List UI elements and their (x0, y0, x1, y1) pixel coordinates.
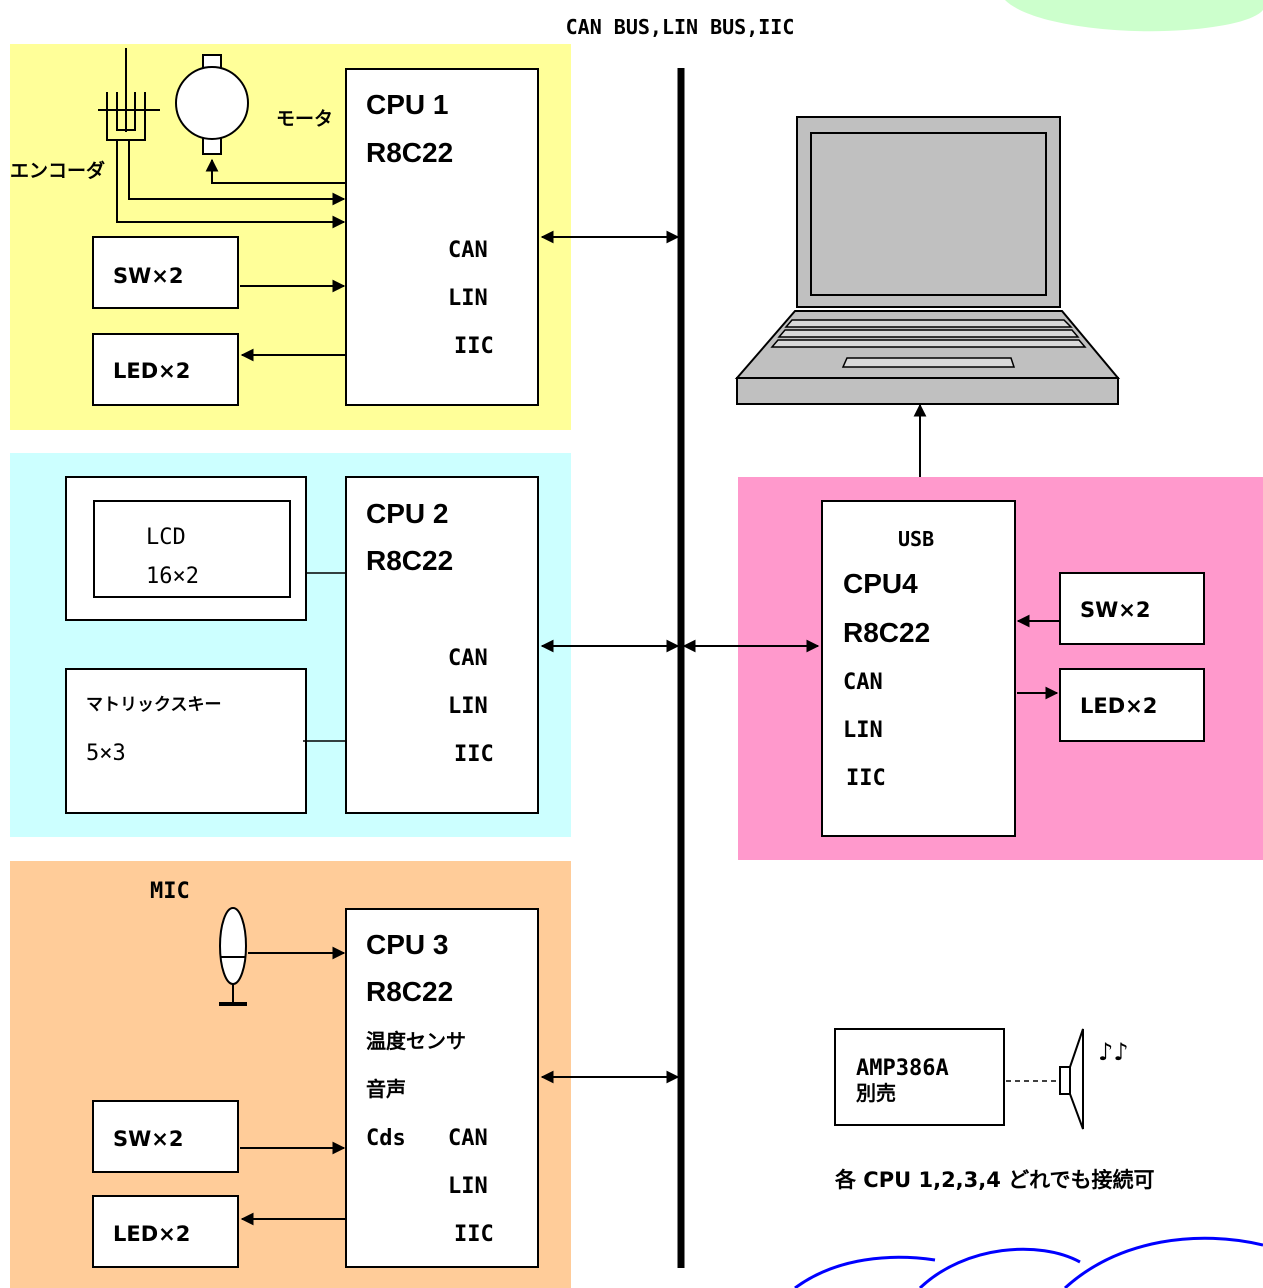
cpu3-port-can: CAN (448, 1126, 488, 1151)
encoder-icon (98, 48, 160, 141)
cpu4-group: USB CPU4 R8C22 CAN LIN IIC SW×2 LED×2 (682, 477, 1263, 860)
cpu1-led-label: LED×2 (113, 359, 190, 383)
cpu1-group: CPU 1 R8C22 CAN LIN IIC モータ エンコーダ SW×2 L… (10, 44, 680, 430)
cpu1-box (345, 68, 539, 406)
cpu3-led-label: LED×2 (113, 1222, 190, 1246)
bus-label: CAN BUS,LIN BUS,IIC (566, 15, 795, 39)
keypad-box (65, 668, 307, 814)
cpu4-led-label: LED×2 (1080, 694, 1157, 718)
encoder-signal-a-arrow (128, 140, 346, 206)
cpu4-sw-label: SW×2 (1080, 598, 1151, 622)
cpu3-sw-box (92, 1100, 239, 1173)
cpu3-model: R8C22 (366, 976, 453, 1007)
cpu3-port-iic: IIC (454, 1222, 494, 1247)
cloud-bottom-right (794, 1236, 1263, 1288)
cpu3-title: CPU 3 (366, 929, 448, 960)
amp-note: 別売 (856, 1081, 896, 1105)
cpu1-led-box (92, 333, 239, 406)
cpu4-box (821, 500, 1016, 837)
cpu2-model: R8C22 (366, 545, 453, 576)
microphone-icon (219, 907, 247, 1006)
cpu4-port-can: CAN (843, 670, 883, 695)
cpu1-port-can: CAN (448, 238, 488, 263)
cpu3-port-lin: LIN (448, 1174, 488, 1199)
cpu1-port-iic: IIC (454, 334, 494, 359)
cpu2-box (345, 476, 539, 814)
cpu3-feature-cds: Cds (366, 1126, 406, 1151)
cpu4-sw-box (1059, 572, 1205, 645)
cpu2-port-lin: LIN (448, 694, 488, 719)
cpu1-sw-box (92, 236, 239, 309)
cpu3-feature-temp: 温度センサ (366, 1029, 466, 1053)
motor-drive-arrow (205, 158, 346, 184)
amp-caption: 各 CPU 1,2,3,4 どれでも接続可 (834, 1168, 1155, 1192)
cpu1-model: R8C22 (366, 137, 453, 168)
cpu2-port-iic: IIC (454, 742, 494, 767)
lcd-label: LCD (146, 525, 186, 550)
cpu4-title: CPU4 (843, 568, 918, 599)
motor-icon (175, 54, 249, 155)
cpu1-title: CPU 1 (366, 89, 448, 120)
lcd-size: 16×2 (146, 564, 199, 589)
mic-label: MIC (150, 879, 190, 904)
amp-name: AMP386A (856, 1056, 949, 1081)
cpu2-port-can: CAN (448, 646, 488, 671)
laptop-icon (734, 116, 1121, 405)
lcd-screen (93, 500, 291, 598)
keypad-size: 5×3 (86, 741, 126, 766)
music-note-icon: ♪♪ (1098, 1038, 1129, 1066)
cpu3-box (345, 908, 539, 1268)
encoder-signal-b-arrow (116, 140, 346, 229)
cpu2-title: CPU 2 (366, 498, 448, 529)
cpu1-sw-label: SW×2 (113, 264, 184, 288)
keypad-label: マトリックスキー (86, 695, 222, 715)
cpu3-led-box (92, 1195, 239, 1268)
cpu4-led-box (1059, 668, 1205, 742)
cpu3-group: CPU 3 R8C22 温度センサ 音声 Cds CAN LIN IIC MIC… (10, 861, 680, 1288)
speaker-icon (1059, 1028, 1084, 1130)
cpu4-port-lin: LIN (843, 718, 883, 743)
amp-box (834, 1028, 1005, 1126)
cloud-top-right (1005, 0, 1263, 32)
encoder-label: エンコーダ (10, 159, 105, 182)
cpu4-usb-label: USB (898, 527, 934, 551)
amp-group: AMP386A 別売 ♪♪ 各 CPU 1,2,3,4 どれでも接続可 (834, 1028, 1155, 1192)
cpu4-model: R8C22 (843, 617, 930, 648)
motor-label: モータ (276, 108, 333, 130)
cpu1-port-lin: LIN (448, 286, 488, 311)
cpu3-sw-label: SW×2 (113, 1127, 184, 1151)
cpu4-port-iic: IIC (846, 766, 886, 791)
cpu3-feature-audio: 音声 (366, 1077, 406, 1101)
cpu2-group: CPU 2 R8C22 CAN LIN IIC LCD 16×2 マトリックスキ… (10, 453, 680, 837)
